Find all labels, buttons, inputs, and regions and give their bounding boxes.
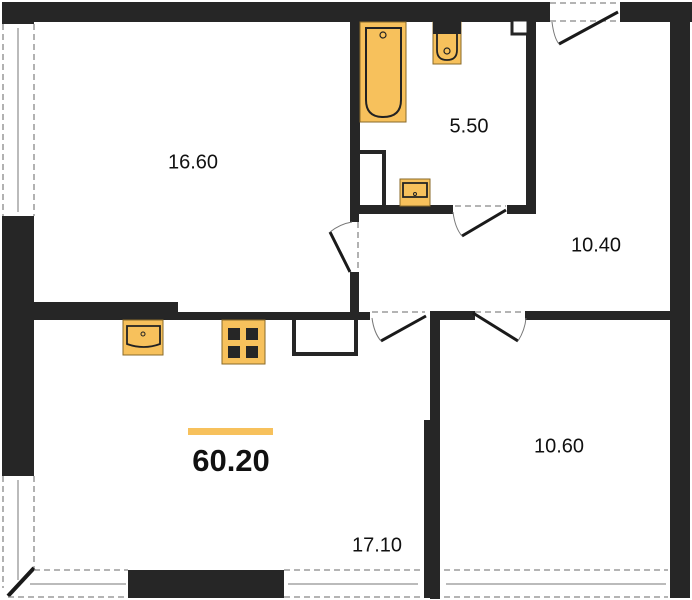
total-area: 60.20 bbox=[192, 443, 270, 478]
room-area-hallway: 10.40 bbox=[570, 234, 622, 257]
room-area-living-room: 16.60 bbox=[167, 151, 219, 174]
wall-bathroom-right bbox=[526, 20, 536, 213]
wall-top-left bbox=[2, 2, 550, 22]
wall-left bbox=[2, 216, 34, 476]
total-area-accent-bar bbox=[188, 428, 273, 435]
room-area-kitchen-living: 17.10 bbox=[351, 534, 403, 557]
wall-bathroom-left bbox=[350, 20, 360, 213]
wall-bathroom-bottom-right bbox=[507, 205, 536, 214]
stove-icon bbox=[221, 319, 266, 365]
wall-bedroom-left bbox=[430, 311, 440, 599]
wall-bottom-pier bbox=[128, 570, 284, 598]
kitchen-sink-icon bbox=[122, 319, 164, 356]
room-area-bathroom: 5.50 bbox=[449, 115, 489, 138]
wall-right bbox=[670, 2, 690, 598]
toilet-icon bbox=[432, 20, 462, 65]
bathtub-icon bbox=[359, 21, 407, 123]
room-area-bedroom: 10.60 bbox=[533, 435, 585, 458]
wall-left-top bbox=[2, 2, 34, 24]
bathroom-sink-icon bbox=[399, 178, 431, 207]
wall-bathroom-bottom-left bbox=[350, 205, 453, 214]
